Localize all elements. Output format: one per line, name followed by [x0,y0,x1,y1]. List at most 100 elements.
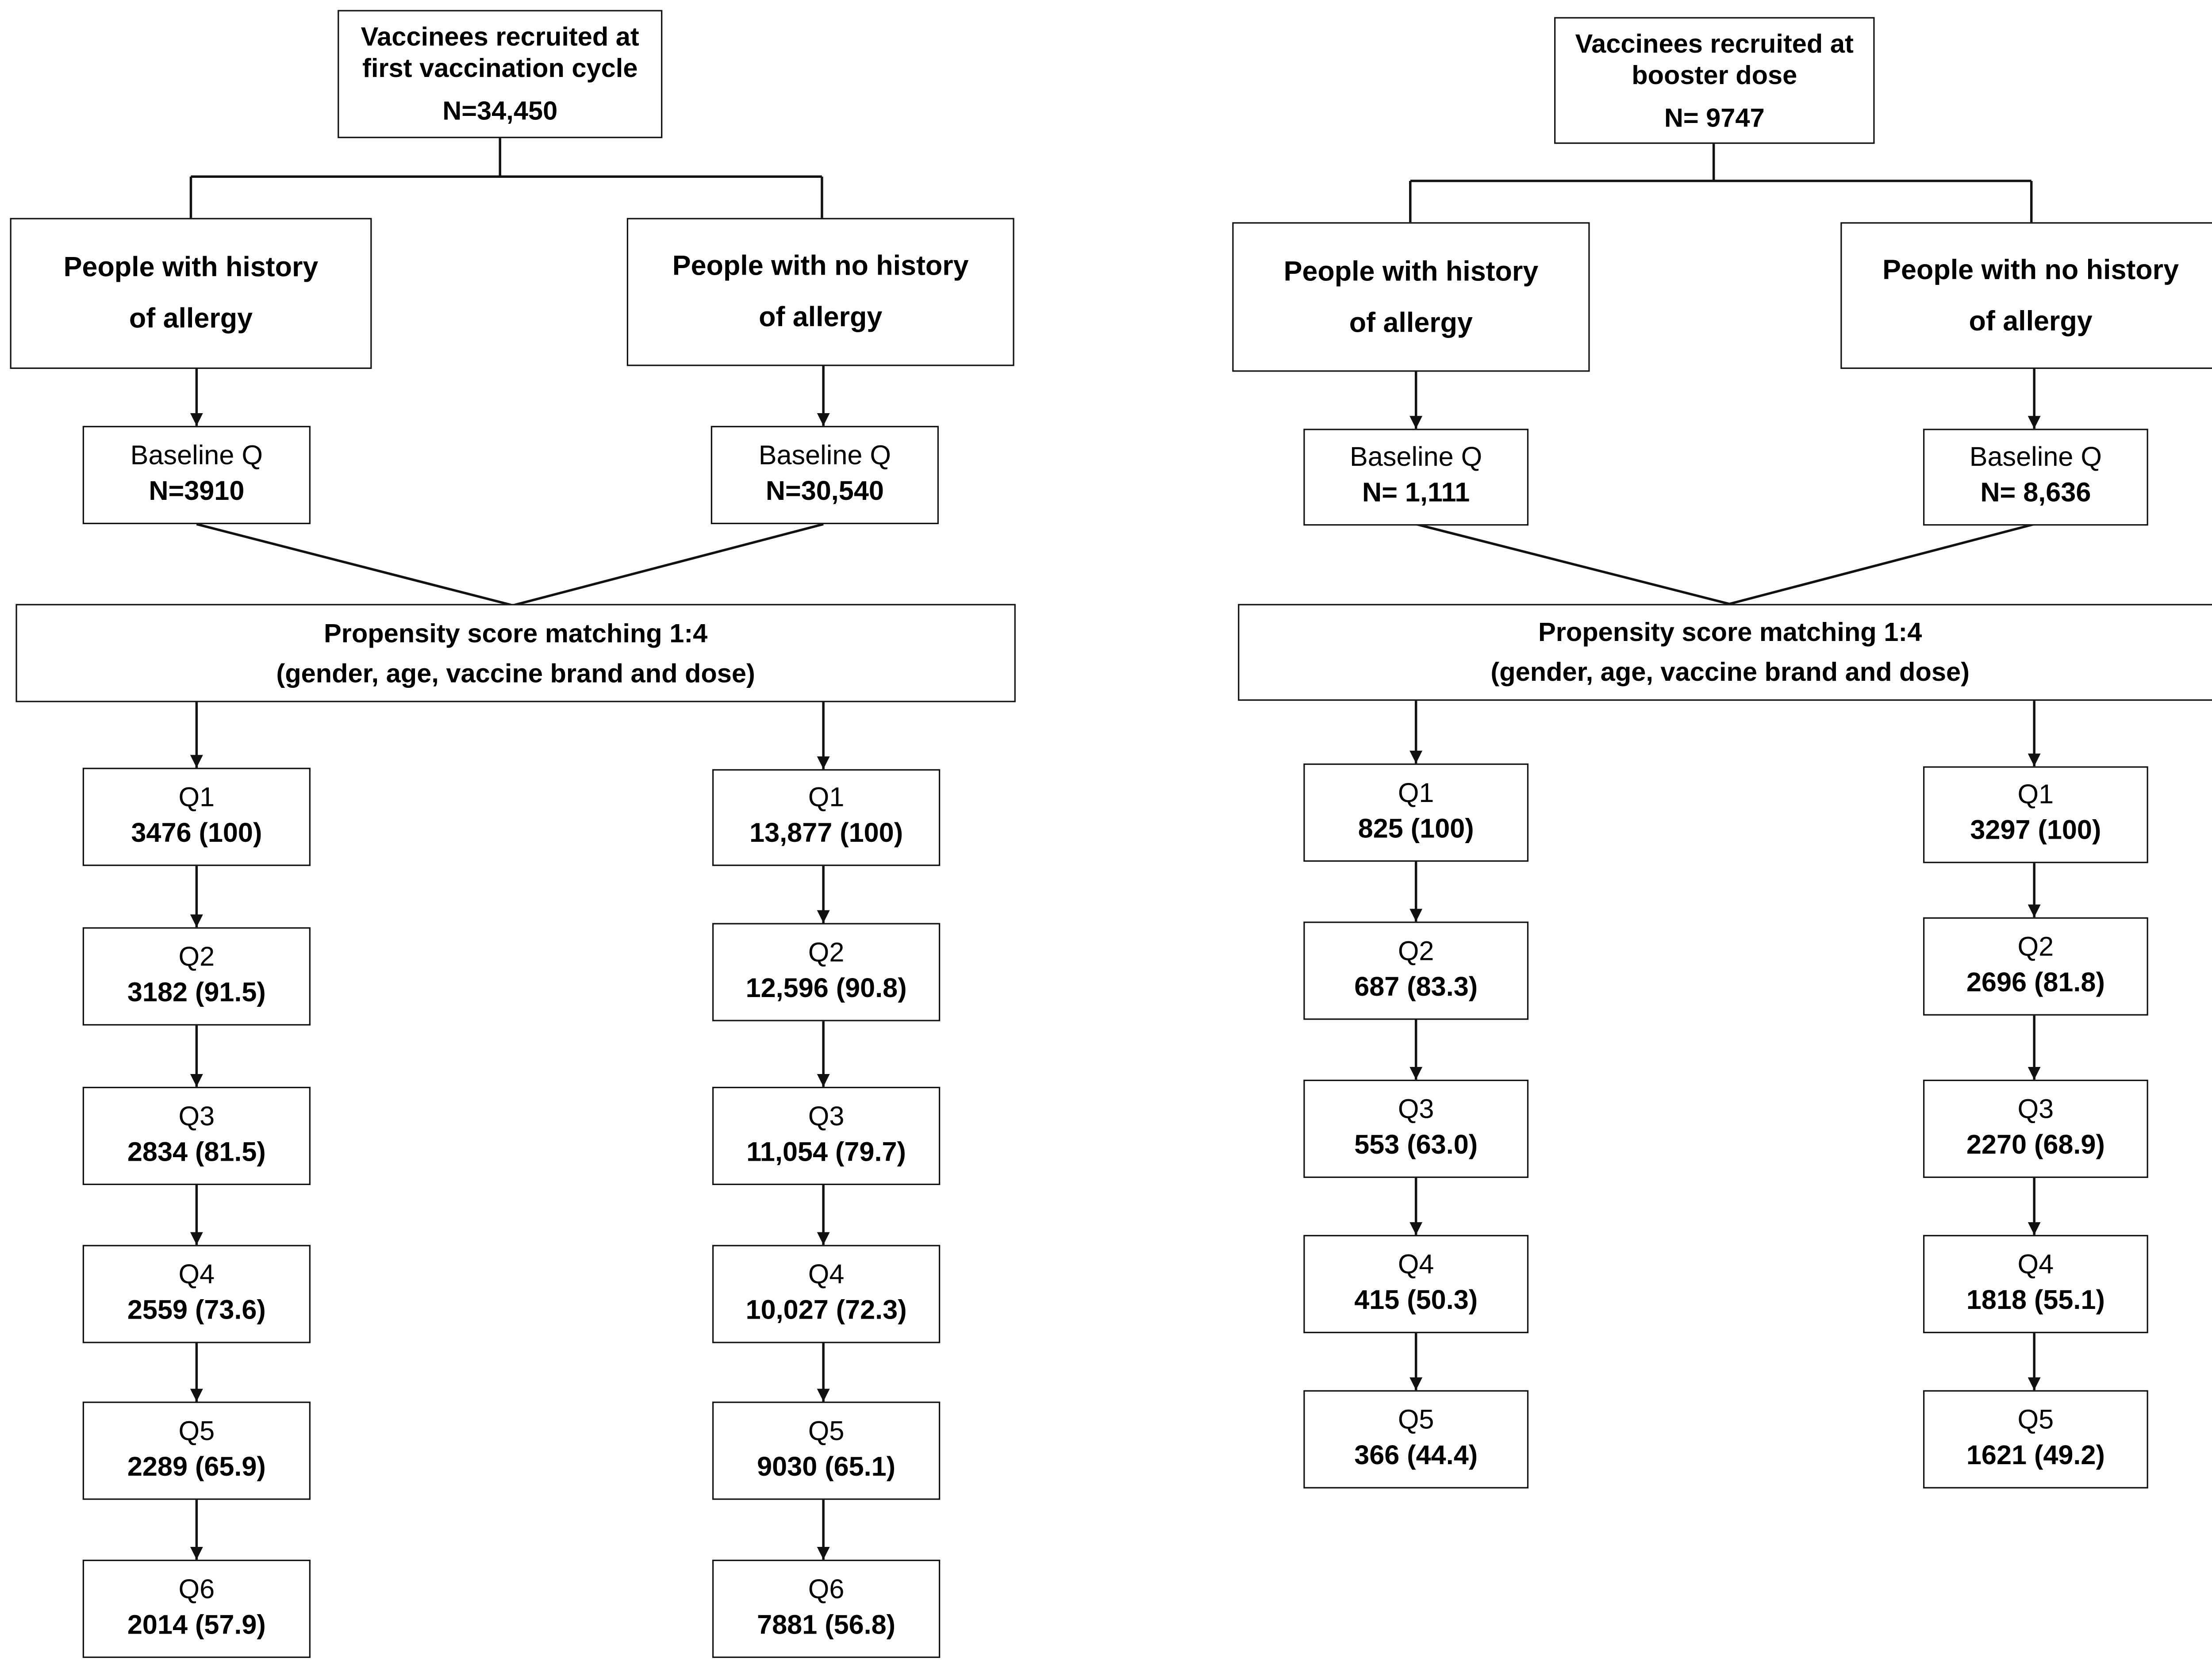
questionnaire-count: 553 (63.0) [1354,1130,1478,1160]
questionnaire-count: 2270 (68.9) [1966,1130,2105,1160]
right-allergy-baseline-box: Baseline Q N= 1,111 [1303,429,1529,526]
questionnaire-count: 2559 (73.6) [127,1295,266,1326]
left-recruitment-line2: first vaccination cycle [362,53,638,83]
merge-connector [196,523,824,607]
left-allergy-q4-box: Q4 2559 (73.6) [82,1245,311,1343]
left-allergy-q5-box: Q5 2289 (65.9) [82,1401,311,1500]
left-allergy-q6-box: Q6 2014 (57.9) [82,1559,311,1658]
right-allergy-q2-box: Q2 687 (83.3) [1303,921,1529,1020]
questionnaire-label: Q4 [808,1260,845,1290]
questionnaire-count: 825 (100) [1358,814,1474,844]
questionnaire-count: 3182 (91.5) [127,978,266,1008]
questionnaire-count: 2834 (81.5) [127,1137,266,1167]
questionnaire-label: Q3 [808,1101,845,1132]
questionnaire-label: Q1 [2017,780,2054,811]
left-allergy-baseline-box: Baseline Q N=3910 [82,426,311,524]
questionnaire-label: Q5 [178,1416,215,1446]
questionnaire-count: 2696 (81.8) [1966,967,2105,998]
left-allergy-q1-box: Q1 3476 (100) [82,767,311,866]
questionnaire-count: 3476 (100) [131,818,262,848]
right-no-allergy-group-line2: of allergy [1969,305,2093,337]
right-matching-box: Propensity score matching 1:4 (gender, a… [1238,604,2212,701]
right-matching-criteria: (gender, age, vaccine brand and dose) [1490,656,1970,687]
right-recruitment-line1: Vaccinees recruited at [1575,27,1854,58]
left-no-allergy-baseline-box: Baseline Q N=30,540 [710,426,939,524]
questionnaire-count: 3297 (100) [1970,816,2101,846]
branch-connector [1409,142,2033,223]
questionnaire-label: Q1 [808,783,845,813]
left-no-allergy-group-box: People with no history of allergy [626,218,1014,366]
right-allergy-q4-box: Q4 415 (50.3) [1303,1235,1529,1333]
baseline-label: Baseline Q [1969,443,2102,473]
baseline-label: Baseline Q [130,441,263,471]
merge-connector [1416,523,2035,606]
questionnaire-label: Q3 [178,1101,215,1132]
baseline-count: N= 8,636 [1980,478,2091,509]
questionnaire-label: Q6 [808,1574,845,1605]
questionnaire-count: 1621 (49.2) [1966,1441,2105,1471]
left-allergy-group-box: People with history of allergy [10,218,372,369]
left-recruitment-count: N=34,450 [442,95,558,126]
right-no-allergy-q1-box: Q1 3297 (100) [1923,766,2148,863]
questionnaire-count: 687 (83.3) [1354,972,1478,1002]
left-no-allergy-q4-box: Q4 10,027 (72.3) [712,1245,941,1343]
right-recruitment-count: N= 9747 [1664,102,1765,132]
right-allergy-group-line2: of allergy [1349,307,1473,338]
questionnaire-label: Q5 [808,1416,845,1446]
right-no-allergy-group-line1: People with no history [1882,254,2179,286]
left-matching-box: Propensity score matching 1:4 (gender, a… [15,604,1016,702]
baseline-label: Baseline Q [1350,443,1482,473]
right-allergy-q5-box: Q5 366 (44.4) [1303,1390,1529,1489]
left-no-allergy-q1-box: Q1 13,877 (100) [712,769,941,866]
right-no-allergy-q5-box: Q5 1621 (49.2) [1923,1390,2148,1489]
questionnaire-count: 2014 (57.9) [127,1610,266,1640]
questionnaire-label: Q2 [808,938,845,968]
questionnaire-count: 415 (50.3) [1354,1285,1478,1316]
questionnaire-count: 11,054 (79.7) [746,1137,906,1167]
right-allergy-q1-box: Q1 825 (100) [1303,763,1529,862]
right-no-allergy-q3-box: Q3 2270 (68.9) [1923,1079,2148,1178]
right-allergy-group-box: People with history of allergy [1232,222,1590,372]
right-no-allergy-baseline-box: Baseline Q N= 8,636 [1923,429,2148,526]
right-recruitment-line2: booster dose [1632,59,1797,89]
questionnaire-label: Q2 [2017,932,2054,963]
baseline-count: N=3910 [149,476,245,506]
questionnaire-label: Q4 [178,1260,215,1290]
questionnaire-label: Q4 [1398,1250,1434,1280]
right-allergy-group-line1: People with history [1283,255,1539,287]
right-matching-title: Propensity score matching 1:4 [1538,617,1922,647]
questionnaire-count: 13,877 (100) [749,819,903,849]
questionnaire-label: Q2 [178,942,215,972]
right-no-allergy-group-box: People with no history of allergy [1840,222,2212,369]
right-allergy-q3-box: Q3 553 (63.0) [1303,1079,1529,1178]
questionnaire-count: 12,596 (90.8) [745,973,907,1004]
right-recruitment-box: Vaccinees recruited at booster dose N= 9… [1554,17,1875,144]
left-no-allergy-q2-box: Q2 12,596 (90.8) [712,923,941,1021]
left-allergy-group-line1: People with history [63,252,319,284]
baseline-count: N=30,540 [765,476,884,506]
questionnaire-count: 9030 (65.1) [757,1452,896,1482]
left-recruitment-box: Vaccinees recruited at first vaccination… [338,10,663,138]
questionnaire-label: Q2 [1398,936,1434,967]
questionnaire-label: Q5 [2017,1405,2054,1435]
baseline-label: Baseline Q [758,441,891,471]
questionnaire-label: Q5 [1398,1405,1434,1435]
left-no-allergy-q6-box: Q6 7881 (56.8) [712,1559,941,1658]
right-no-allergy-q4-box: Q4 1818 (55.1) [1923,1235,2148,1333]
left-matching-criteria: (gender, age, vaccine brand and dose) [276,657,755,687]
questionnaire-label: Q1 [178,783,215,813]
questionnaire-count: 10,027 (72.3) [745,1295,907,1326]
questionnaire-label: Q3 [2017,1094,2054,1125]
left-no-allergy-q3-box: Q3 11,054 (79.7) [712,1086,941,1185]
left-no-allergy-group-line1: People with no history [672,250,969,282]
branch-connector [189,137,823,218]
left-matching-title: Propensity score matching 1:4 [323,617,708,648]
questionnaire-label: Q1 [1398,778,1434,809]
questionnaire-count: 2289 (65.9) [127,1452,266,1482]
questionnaire-count: 7881 (56.8) [757,1610,896,1640]
questionnaire-label: Q6 [178,1574,215,1605]
left-recruitment-line1: Vaccinees recruited at [361,21,639,51]
baseline-count: N= 1,111 [1362,478,1470,509]
